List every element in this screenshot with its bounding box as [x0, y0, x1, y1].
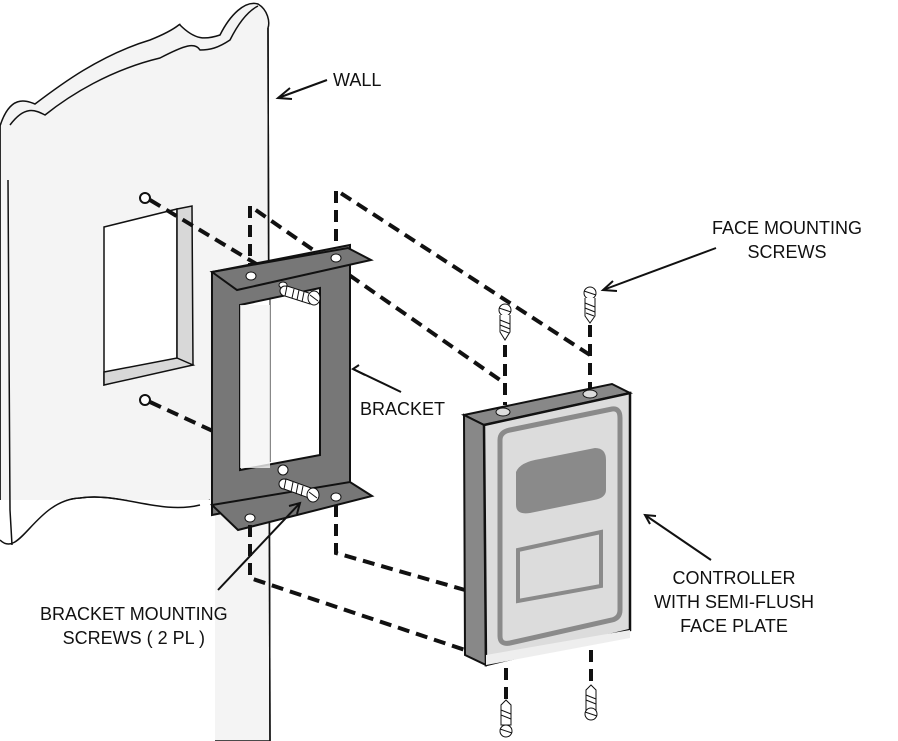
wall-leader-arrow: [275, 79, 328, 100]
bracket-leader-arrow: [351, 364, 402, 393]
controller-label-line-3: FACE PLATE: [680, 616, 788, 636]
wall-label: WALL: [333, 68, 381, 92]
bracket-label-text: BRACKET: [360, 399, 446, 419]
controller-leader-arrow: [643, 513, 712, 561]
face-mounting-screw-bottom-left: [499, 699, 513, 738]
controller-label-line-1: CONTROLLER: [672, 568, 796, 588]
alignment-lines: [148, 186, 592, 434]
bracket-label: BRACKET: [360, 397, 445, 421]
controller-display: [516, 448, 606, 514]
bracket-screws-leader-arrow: [217, 501, 302, 591]
face-screws-label-line-1: FACE MOUNTING: [712, 218, 863, 238]
controller-label: CONTROLLER WITH SEMI-FLUSH FACE PLATE: [654, 566, 814, 638]
face-mounting-screw-bottom-right: [584, 684, 598, 721]
bracket-mounting-screw-bottom: [278, 478, 320, 503]
bracket: [209, 243, 375, 532]
wall-box-opening: [103, 205, 196, 386]
controller-label-line-2: WITH SEMI-FLUSH: [654, 592, 814, 612]
controller-keypad-area: [516, 529, 603, 604]
bracket-screws-label-line-1: BRACKET MOUNTING: [40, 604, 228, 624]
bracket-mounting-screw-top: [279, 285, 321, 306]
face-mounting-screws-label: FACE MOUNTING SCREWS: [712, 216, 862, 264]
controller: [460, 382, 633, 667]
wall-label-text: WALL: [333, 70, 382, 90]
alignment-lines-lower: [248, 325, 593, 700]
bracket-mounting-screws-label: BRACKET MOUNTING SCREWS ( 2 PL ): [40, 602, 228, 650]
face-mounting-screw-top-left: [498, 303, 512, 341]
face-screws-label-line-2: SCREWS: [747, 242, 827, 262]
wall-hole-bottom: [139, 394, 151, 406]
face-mounting-screw-top-right: [583, 286, 597, 324]
face-screws-leader-arrow: [600, 247, 717, 292]
bracket-screws-label-line-2: SCREWS ( 2 PL ): [62, 628, 206, 648]
wall-hole-top: [139, 192, 151, 204]
